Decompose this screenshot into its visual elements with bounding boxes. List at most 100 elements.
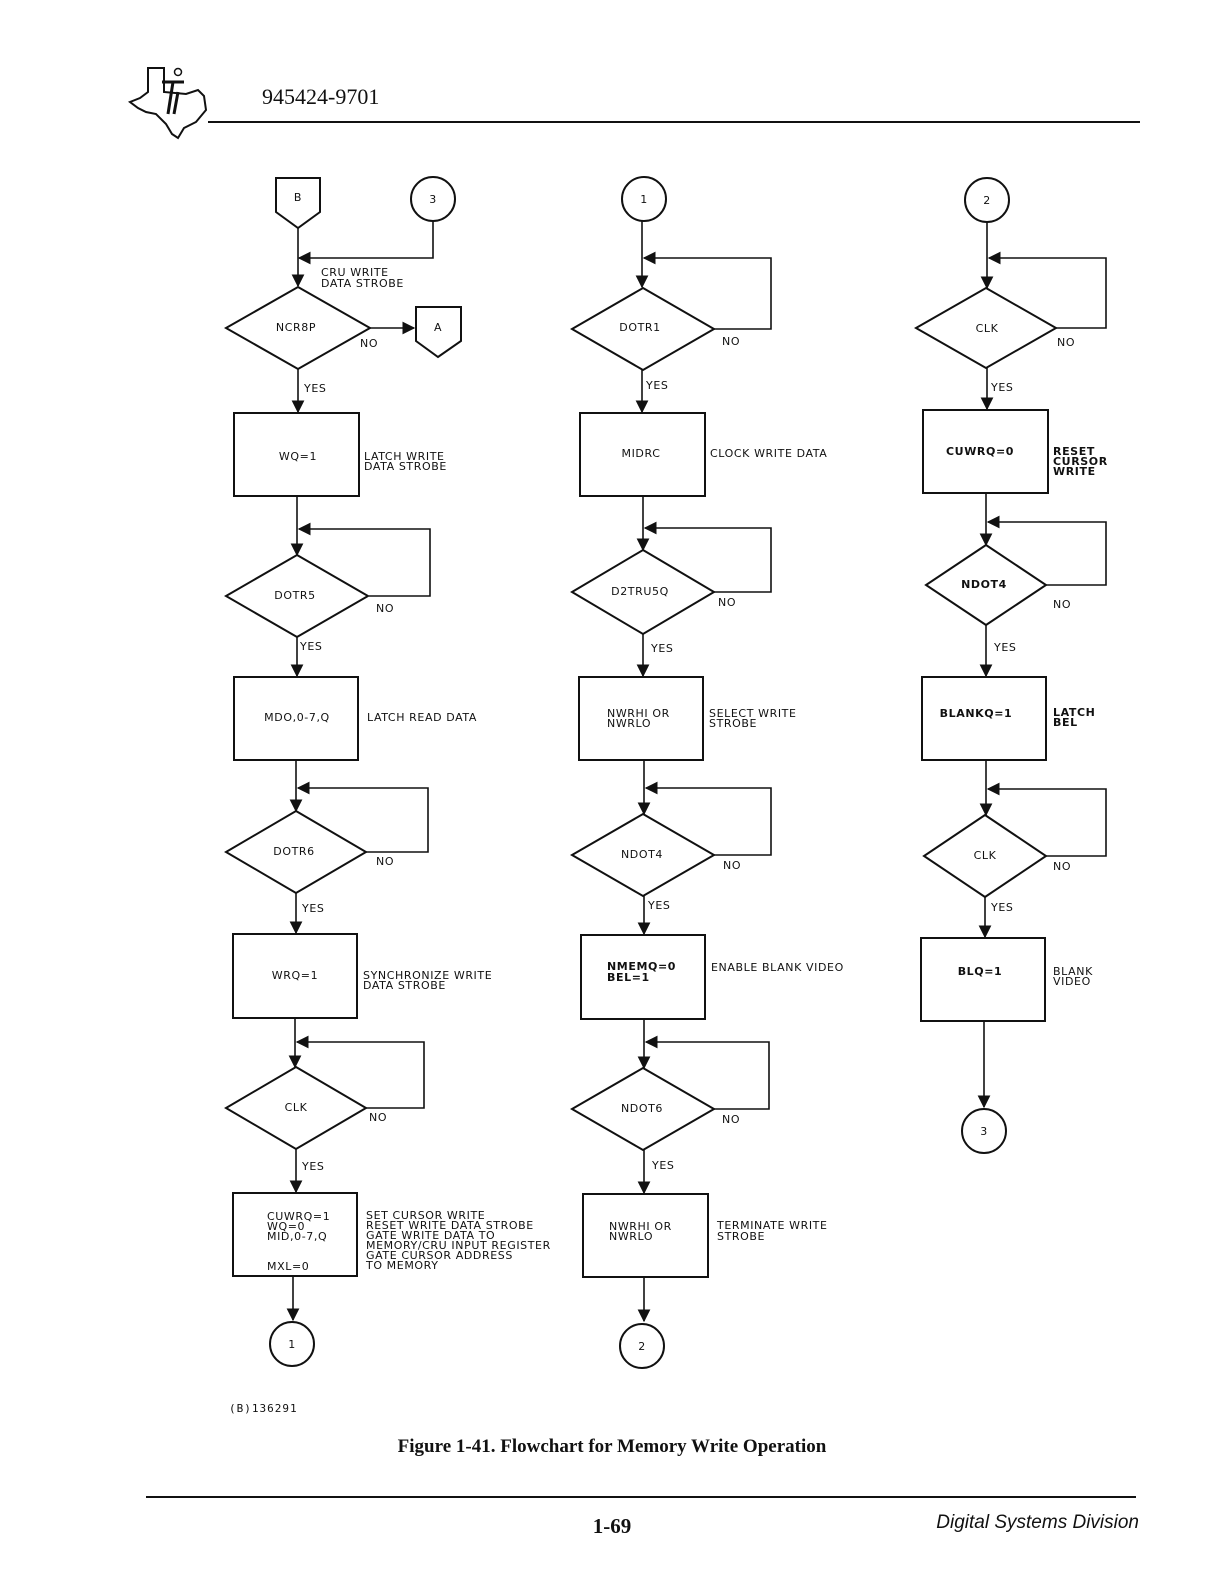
col2-d2-yes-label: YES xyxy=(650,642,673,655)
p2-note-line1: LATCH READ DATA xyxy=(367,711,477,724)
col3-d1-no-label: NO xyxy=(1057,336,1075,349)
d1-yes-label: YES xyxy=(303,382,326,395)
process-mdo xyxy=(233,676,359,761)
col2-d1-yes-label: YES xyxy=(645,379,668,392)
p1-note-line2: DATA STROBE xyxy=(364,460,447,473)
process-cuwrq1 xyxy=(232,1192,358,1277)
decision-clk-col3-a xyxy=(913,286,1059,370)
col3-p3-note-line2: VIDEO xyxy=(1053,975,1091,988)
connector-3-out xyxy=(961,1108,1007,1154)
connector-1-in xyxy=(621,176,667,222)
connector-a-label: A xyxy=(434,321,442,334)
document-number: 945424-9701 xyxy=(262,84,380,109)
process-cuwrq0 xyxy=(922,409,1049,494)
decision-dotr6-label: DOTR6 xyxy=(273,845,315,858)
decision-d2tru5q-label: D2TRU5Q xyxy=(611,585,669,598)
process-blankq1 xyxy=(921,676,1047,761)
connector-3-in-label: 3 xyxy=(429,193,437,206)
d2-yes-label: YES xyxy=(299,640,322,653)
d3-no-label: NO xyxy=(376,855,394,868)
p3-note-line2: DATA STROBE xyxy=(363,979,446,992)
connector-2-out-label: 2 xyxy=(638,1340,646,1353)
decision-clk-col3-b-label: CLK xyxy=(974,849,997,862)
col2-d4-yes-label: YES xyxy=(651,1159,674,1172)
col2-p4-note-line2: STROBE xyxy=(717,1230,765,1243)
connector-3-out-label: 3 xyxy=(980,1125,988,1138)
col2-p1-note: CLOCK WRITE DATA xyxy=(710,447,827,460)
p4-line3: MID,0-7,Q xyxy=(267,1230,327,1243)
p4-note-line1: SET CURSOR WRITE xyxy=(366,1209,485,1222)
decision-clk-col3-a-label: CLK xyxy=(976,322,999,335)
division-name: Digital Systems Division xyxy=(936,1512,1139,1533)
process-blq1-label: BLQ=1 xyxy=(958,965,1003,978)
decision-ndot6-label: NDOT6 xyxy=(621,1102,663,1115)
process-blq1 xyxy=(920,937,1046,1022)
d4-no-label: NO xyxy=(369,1111,387,1124)
connector-b-label: B xyxy=(294,191,302,204)
p4-line2: WQ=0 xyxy=(267,1220,305,1233)
p4-note-line2: RESET WRITE DATA STROBE xyxy=(366,1219,534,1232)
d2-no-label: NO xyxy=(376,602,394,615)
connector-1-out-label: 1 xyxy=(288,1338,296,1351)
page-number: 1-69 xyxy=(592,1514,632,1538)
d1-no-label: NO xyxy=(360,337,378,350)
process-midrc-label: MIDRC xyxy=(622,447,661,460)
col2-p4-line2: NWRLO xyxy=(609,1230,653,1243)
decision-dotr5-label: DOTR5 xyxy=(274,589,316,602)
col3-p2-note-line1: LATCH xyxy=(1053,706,1095,719)
decision-clk-col1-label: CLK xyxy=(285,1101,308,1114)
decision-ndot6 xyxy=(570,1066,716,1152)
p4-note-line3: GATE WRITE DATA TO xyxy=(366,1229,495,1242)
col3-d1-yes-label: YES xyxy=(990,381,1013,394)
col3-d2-yes-label: YES xyxy=(993,641,1016,654)
connector-1-out xyxy=(269,1321,315,1367)
col3-p1-note-line2: CURSOR xyxy=(1053,455,1108,468)
col2-d4-no-label: NO xyxy=(722,1113,740,1126)
entry-label-line1: CRU WRITE xyxy=(321,266,389,279)
connector-2-out xyxy=(619,1323,665,1369)
col3-d2-no-label: NO xyxy=(1053,598,1071,611)
col2-p2-note-line2: STROBE xyxy=(709,717,757,730)
figure-caption: Figure 1-41. Flowchart for Memory Write … xyxy=(397,1436,827,1457)
col2-p2-line2: NWRLO xyxy=(607,717,651,730)
col3-d3-no-label: NO xyxy=(1053,860,1071,873)
offpage-connector-a xyxy=(415,306,462,359)
col2-p4-line1: NWRHI OR xyxy=(609,1220,672,1233)
process-nmemq xyxy=(580,934,706,1020)
process-wrq1-label: WRQ=1 xyxy=(272,969,318,982)
connector-1-in-label: 1 xyxy=(640,193,648,206)
decision-dotr1-label: DOTR1 xyxy=(619,321,661,334)
process-wrq1 xyxy=(232,933,358,1019)
process-blankq1-label: BLANKQ=1 xyxy=(940,707,1013,720)
col2-p2-line1: NWRHI OR xyxy=(607,707,670,720)
col3-d3-yes-label: YES xyxy=(990,901,1013,914)
col2-p3-line2: BEL=1 xyxy=(607,971,650,984)
decision-ncr8p-label: NCR8P xyxy=(276,321,316,334)
d4-yes-label: YES xyxy=(301,1160,324,1173)
p4-note-line5: GATE CURSOR ADDRESS xyxy=(366,1249,513,1262)
p4-note-line4: MEMORY/CRU INPUT REGISTER xyxy=(366,1239,551,1252)
decision-ndot4-col2 xyxy=(570,812,716,898)
p4-line1: CUWRQ=1 xyxy=(267,1210,330,1223)
decision-ndot4-col3-label: NDOT4 xyxy=(961,578,1007,591)
entry-label-line2: DATA STROBE xyxy=(321,277,404,290)
col3-p2-note-line2: BEL xyxy=(1053,716,1078,729)
p4-line5: MXL=0 xyxy=(267,1260,309,1273)
decision-dotr1 xyxy=(570,286,716,372)
process-cuwrq0-label: CUWRQ=0 xyxy=(946,445,1014,458)
process-nwrhi-select xyxy=(578,676,704,761)
figure-id: (B)136291 xyxy=(229,1402,298,1415)
col2-p3-line1: NMEMQ=0 xyxy=(607,960,676,973)
col2-d2-no-label: NO xyxy=(718,596,736,609)
col2-d1-no-label: NO xyxy=(722,335,740,348)
col2-d3-no-label: NO xyxy=(723,859,741,872)
col3-p1-note-line1: RESET xyxy=(1053,445,1095,458)
col2-p4-note-line1: TERMINATE WRITE xyxy=(716,1219,828,1232)
p4-note-line6: TO MEMORY xyxy=(365,1259,439,1272)
p1-note-line1: LATCH WRITE xyxy=(364,450,445,463)
process-mdo-label: MDO,0-7,Q xyxy=(264,711,330,724)
offpage-connector-b xyxy=(275,177,321,230)
col3-p1-note-line3: WRITE xyxy=(1053,465,1096,478)
footer-rule xyxy=(146,1496,1136,1498)
